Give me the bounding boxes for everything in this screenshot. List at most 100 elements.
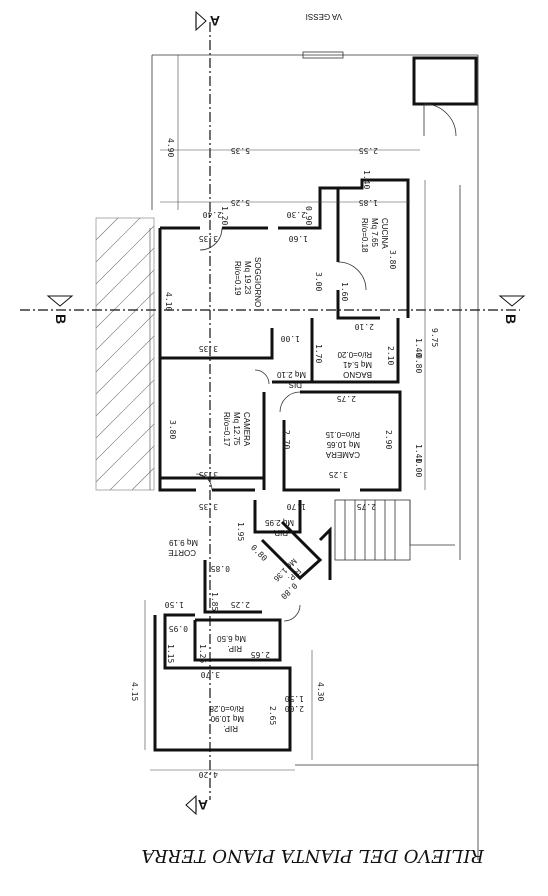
dim-label: 2.10 bbox=[386, 346, 395, 365]
dim-label: 1.00 bbox=[414, 458, 423, 477]
room-label-line: Mq 9.19 bbox=[169, 538, 198, 547]
dim-label: 3.70 bbox=[201, 670, 220, 679]
room-label-line: Mq 7.65 bbox=[370, 218, 379, 247]
room-label-rip-mid: RIP. Mq 6.50 bbox=[217, 634, 246, 653]
dim-label: 1.40 bbox=[414, 444, 423, 463]
dim-label: 1.15 bbox=[166, 644, 175, 663]
room-label-rip-large: RIP. Mq 10.90 Ri/o=0.28 bbox=[209, 704, 244, 733]
room-label-line: CAMERA bbox=[242, 412, 251, 447]
dim-label: 2.75 bbox=[337, 394, 356, 403]
dim-label: 2.55 bbox=[359, 146, 378, 155]
dim-label: 2.25 bbox=[231, 600, 250, 609]
room-label-line: Ri/o=0.20 bbox=[337, 350, 372, 359]
room-label-line: Mq 10.65 bbox=[326, 440, 360, 449]
dim-label: 1.60 bbox=[289, 234, 308, 243]
room-label-bagno: BAGNO Mq 5.41 Ri/o=0.20 bbox=[337, 350, 372, 379]
dim-label: 3.35 bbox=[199, 470, 218, 479]
room-label-line: Ri/o=0.15 bbox=[325, 430, 360, 439]
dim-label: 0.95 bbox=[169, 624, 188, 633]
dim-label: 1.50 bbox=[165, 600, 184, 609]
dim-label: 4.10 bbox=[164, 292, 173, 311]
hatched-area bbox=[95, 217, 155, 491]
room-label-line: DIS. bbox=[286, 380, 302, 389]
room-label-camera-left: CAMERA Mq 12.75 Ri/o=0.17 bbox=[222, 412, 251, 447]
dim-label: 4.90 bbox=[166, 138, 175, 157]
room-label-line: Mq 12.75 bbox=[232, 412, 241, 446]
dim-label: 2.70 bbox=[282, 430, 291, 449]
room-label-line: Ri/o=0.28 bbox=[209, 704, 244, 713]
dim-label: 3.35 bbox=[199, 344, 218, 353]
section-marker-a-bottom bbox=[185, 794, 197, 816]
room-label-line: RIP. bbox=[273, 528, 288, 537]
dim-label: 1.20 bbox=[220, 206, 229, 225]
dim-label: 5.25 bbox=[231, 198, 250, 207]
dim-label: 3.25 bbox=[329, 470, 348, 479]
dim-label: 2.65 bbox=[268, 706, 277, 725]
dim-label: 3.00 bbox=[314, 272, 323, 291]
room-label-line: Mq 2.95 bbox=[265, 518, 294, 527]
dim-label: 0.90 bbox=[304, 206, 313, 225]
dim-label: 1.70 bbox=[314, 344, 323, 363]
dim-label: 1.25 bbox=[198, 644, 207, 663]
room-label-line: RIP. bbox=[227, 644, 242, 653]
room-label-line: Mq 5.41 bbox=[343, 360, 372, 369]
room-label-line: Mq 2.10 bbox=[277, 370, 306, 379]
dim-label: 2.00 bbox=[285, 704, 304, 713]
dim-label: 4.15 bbox=[130, 682, 139, 701]
dim-label: 3.35 bbox=[199, 234, 218, 243]
walls bbox=[153, 178, 410, 752]
dim-label: 3.35 bbox=[199, 502, 218, 511]
room-label-line: SOGGIORNO bbox=[253, 257, 262, 307]
section-label-a-bottom: A bbox=[198, 797, 208, 813]
room-label-line: Ri/o=0.18 bbox=[360, 218, 369, 253]
room-label-soggiorno: SOGGIORNO Mq 19.23 Ri/o=0.19 bbox=[233, 257, 262, 307]
room-label-rip-small: RIP. Mq 2.95 bbox=[265, 518, 294, 537]
section-axes bbox=[20, 22, 520, 800]
dim-label: 4.20 bbox=[199, 770, 218, 779]
room-label-cucina: CUCINA Mq 7.65 Ri/o=0.18 bbox=[360, 218, 389, 253]
dim-label: 5.35 bbox=[231, 146, 250, 155]
room-label-line: CAMERA bbox=[325, 450, 360, 459]
dim-label: 0.85 bbox=[211, 564, 230, 573]
dim-label: 0.80 bbox=[414, 354, 423, 373]
dim-label: 1.85 bbox=[210, 592, 219, 611]
section-marker-b-right bbox=[498, 295, 526, 307]
dim-label: 9.75 bbox=[430, 328, 439, 347]
dim-label: 2.65 bbox=[251, 650, 270, 659]
room-label-camera-right: CAMERA Mq 10.65 Ri/o=0.15 bbox=[325, 430, 360, 459]
dim-label: 1.40 bbox=[362, 170, 371, 189]
section-marker-a-top bbox=[195, 10, 207, 32]
section-marker-b-left bbox=[46, 295, 74, 307]
dim-label: 1.70 bbox=[287, 502, 306, 511]
top-note: VA GESSI bbox=[306, 12, 342, 21]
section-label-a-top: A bbox=[210, 13, 220, 29]
room-label-line: RIP. bbox=[223, 724, 238, 733]
dim-label: 4.30 bbox=[316, 682, 325, 701]
stair bbox=[334, 499, 455, 561]
dim-label: 1.50 bbox=[285, 694, 304, 703]
room-label-line: Ri/o=0.19 bbox=[233, 261, 242, 296]
dimension-lines bbox=[144, 55, 426, 771]
room-label-dis: DIS. Mq 2.10 bbox=[277, 370, 306, 389]
dim-label: 3.80 bbox=[388, 250, 397, 269]
section-label-b-right: B bbox=[503, 314, 519, 324]
room-label-line: Mq 6.50 bbox=[217, 634, 246, 643]
room-label-line: CUCINA bbox=[380, 218, 389, 249]
dim-label: 0.80 bbox=[279, 581, 299, 601]
dim-label: 1.95 bbox=[236, 522, 245, 541]
dim-label: 3.80 bbox=[168, 420, 177, 439]
property-outline bbox=[151, 51, 479, 860]
dim-label: 1.85 bbox=[359, 198, 378, 207]
room-label-line: BAGNO bbox=[343, 370, 372, 379]
room-label-line: Mq 19.23 bbox=[243, 261, 252, 295]
dim-label: 2.10 bbox=[355, 322, 374, 331]
room-label-line: CORTE bbox=[168, 548, 196, 557]
dim-label: 2.40 bbox=[203, 210, 222, 219]
door-swings bbox=[195, 227, 367, 622]
dim-label: 2.90 bbox=[384, 430, 393, 449]
room-label-corte: CORTE Mq 9.19 bbox=[168, 538, 198, 557]
dim-label: 2.30 bbox=[287, 210, 306, 219]
dim-label: 1.40 bbox=[414, 338, 423, 357]
dimension-labels: 4.90 5.35 2.55 5.25 1.85 1.40 2.40 1.20 … bbox=[130, 138, 439, 779]
